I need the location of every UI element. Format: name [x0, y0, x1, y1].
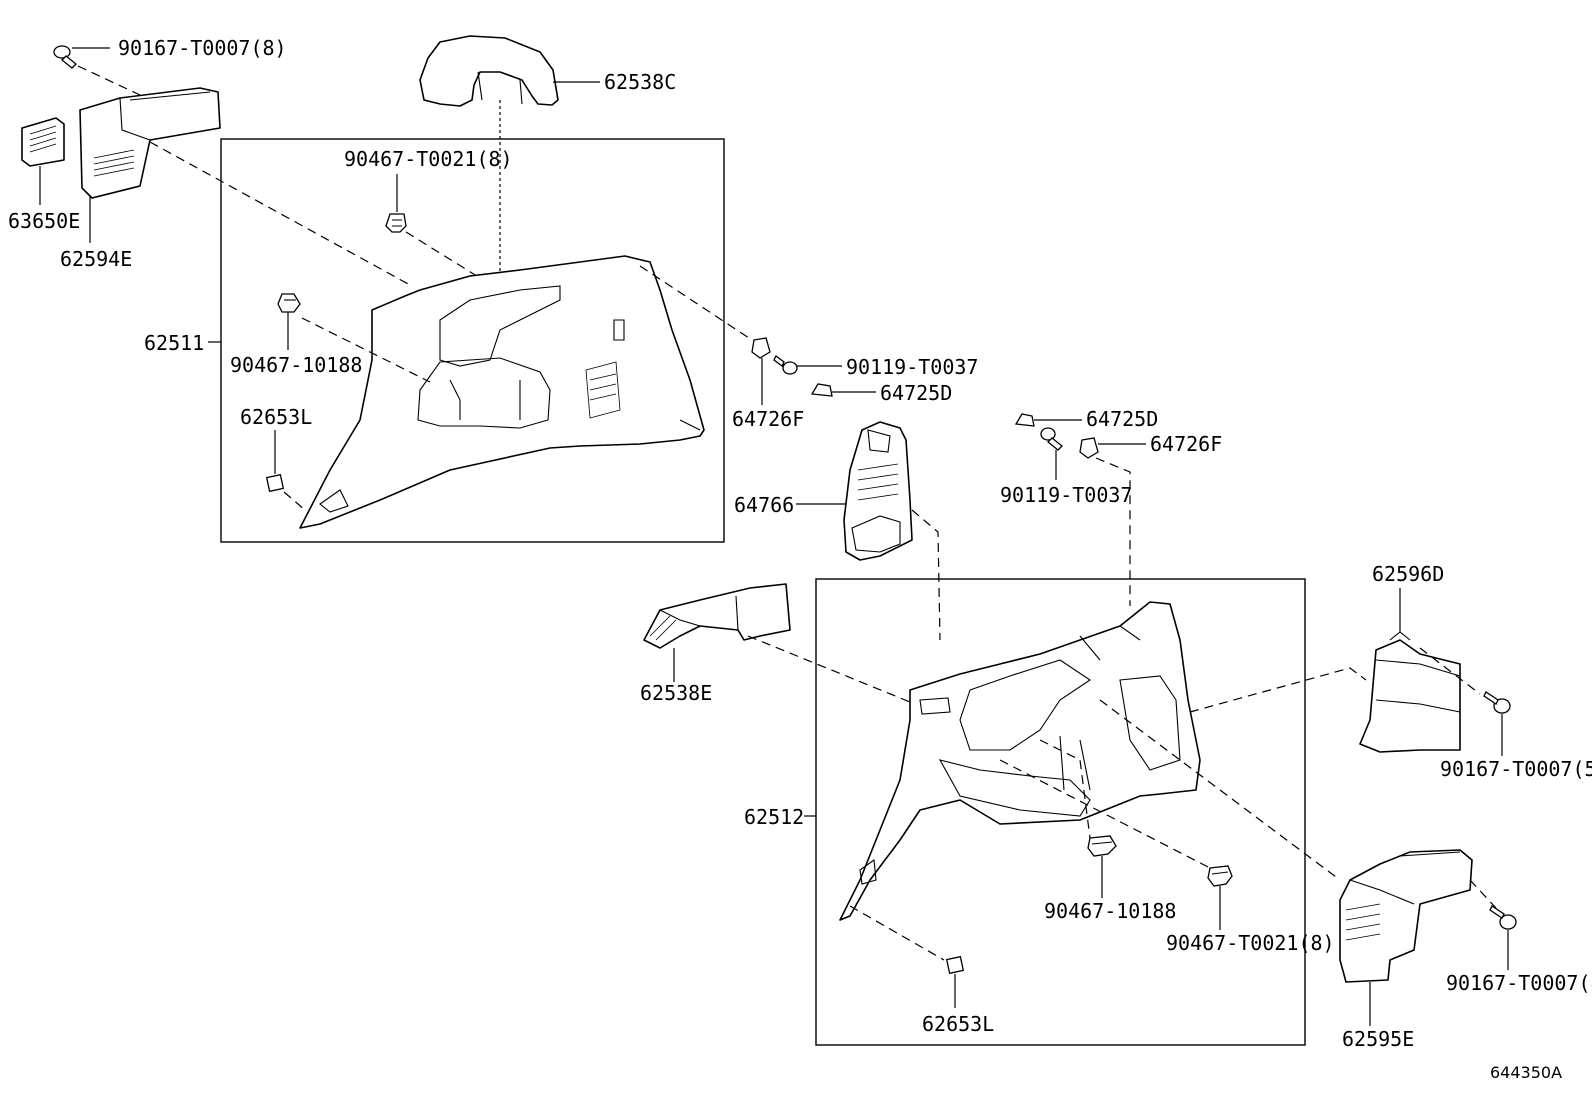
- dash-90467-10188-bot: [1039, 739, 1091, 839]
- clip-62653l-top-drawing: [265, 473, 285, 493]
- duct-62594e-drawing: [79, 87, 221, 199]
- label-64725d-top: 64725D: [880, 381, 952, 405]
- label-90467-t0021-8-top: 90467-T0021(8): [344, 147, 513, 171]
- right-assembly-box: [815, 578, 1306, 1046]
- label-62594e: 62594E: [60, 247, 132, 271]
- screw-90119-top-drawing: [773, 355, 798, 375]
- cover-62596d-drawing: [1359, 631, 1461, 753]
- dash-90467-t0021-bot: [999, 759, 1211, 869]
- clip-90467-10188-top-drawing: [277, 293, 301, 313]
- label-64725d-mid: 64725D: [1086, 407, 1158, 431]
- trim-62511-drawing: [299, 255, 705, 529]
- cover-63650e-drawing: [21, 117, 65, 167]
- dash-62595e-bolt: [1469, 879, 1497, 909]
- screw-90119-mid-drawing: [1040, 427, 1063, 451]
- dash-90467-t0021-top: [405, 231, 481, 279]
- label-64726f-mid: 64726F: [1150, 432, 1222, 456]
- label-90467-10188-top: 90467-10188: [230, 353, 362, 377]
- label-64766: 64766: [734, 493, 794, 517]
- dash-90167-top: [77, 65, 141, 96]
- dash-64726f-mid: [1095, 457, 1131, 606]
- label-64726f-top: 64726F: [732, 407, 804, 431]
- dash-90467-10188-top: [301, 317, 431, 383]
- nut-64726f-top-drawing: [751, 337, 771, 359]
- bolt-90167-5-drawing: [1483, 691, 1511, 714]
- cap-64725d-top-drawing: [810, 383, 833, 397]
- label-62653l-bot: 62653L: [922, 1012, 994, 1036]
- reference-code: 644350A: [1490, 1063, 1562, 1082]
- label-90119-t0037-mid: 90119-T0037: [1000, 483, 1132, 507]
- label-90467-t0021-8-bot: 90467-T0021(8): [1166, 931, 1335, 955]
- left-assembly-box: [220, 138, 725, 543]
- label-90167-t0007-5: 90167-T0007(5): [1440, 757, 1592, 781]
- dash-62596d: [1189, 667, 1367, 713]
- trim-62512-drawing: [839, 601, 1201, 921]
- label-62596d: 62596D: [1372, 562, 1444, 586]
- label-90119-t0037-top: 90119-T0037: [846, 355, 978, 379]
- label-62595e: 62595E: [1342, 1027, 1414, 1051]
- clip-62653l-bot-drawing: [945, 955, 965, 975]
- duct-62595e-drawing: [1339, 849, 1473, 983]
- clip-90467-10188-bot-drawing: [1087, 835, 1117, 857]
- dash-64726f-top: [639, 265, 753, 341]
- label-90167-t0007-8-top: 90167-T0007(8): [118, 36, 287, 60]
- label-62512: 62512: [744, 805, 804, 829]
- label-62653l-top: 62653L: [240, 405, 312, 429]
- clip-90467-t0021-top-drawing: [385, 213, 407, 233]
- dash-62596d-bolt: [1419, 647, 1481, 695]
- label-90167-t0007-8-bot: 90167-T0007(8): [1446, 971, 1592, 995]
- dash-62595e: [1099, 699, 1341, 881]
- clip-90467-t0021-bot-drawing: [1207, 865, 1233, 887]
- dash-62653l-bot: [849, 905, 945, 961]
- dash-64766: [911, 509, 941, 641]
- bolt-90167-top-drawing: [53, 45, 77, 69]
- bracket-62538e-drawing: [643, 583, 791, 649]
- nut-64726f-mid-drawing: [1079, 437, 1099, 459]
- label-90467-10188-bot: 90467-10188: [1044, 899, 1176, 923]
- bolt-90167-bot-drawing: [1489, 905, 1517, 930]
- label-62511: 62511: [144, 331, 204, 355]
- dash-62538e: [747, 635, 911, 703]
- cover-62538c-drawing: [419, 35, 559, 107]
- dash-62594e: [149, 141, 411, 286]
- cap-64725d-mid-drawing: [1014, 413, 1035, 427]
- panel-64766-drawing: [843, 421, 913, 561]
- label-62538e: 62538E: [640, 681, 712, 705]
- dash-62653l-top: [283, 491, 306, 511]
- label-63650e: 63650E: [8, 209, 80, 233]
- label-62538c: 62538C: [604, 70, 676, 94]
